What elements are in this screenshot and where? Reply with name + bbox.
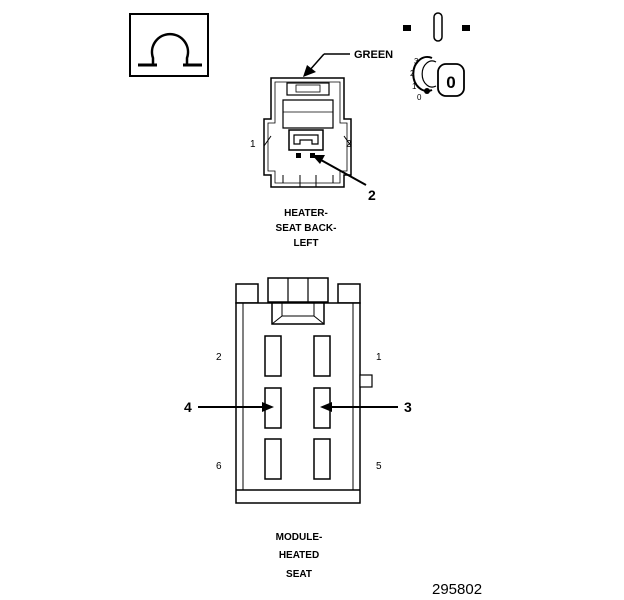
- caption-module-line3: SEAT: [286, 569, 312, 580]
- module-pin-1: 1: [376, 352, 382, 363]
- module-heated-seat-connector: 2 1 6 5 4 3 MODULE- HEATED SEAT: [184, 277, 412, 580]
- green-wire-callout: GREEN: [354, 49, 393, 61]
- caption-module-line2: HEATED: [279, 550, 319, 561]
- module-pin-5: 5: [376, 461, 382, 472]
- caption-heater-line2: SEAT BACK-: [276, 223, 337, 234]
- callout-4: 4: [184, 399, 192, 415]
- caption-heater-line3: LEFT: [294, 238, 319, 249]
- ignition-key-label: 0: [446, 73, 455, 92]
- ignition-position-1: 1: [412, 82, 417, 91]
- ignition-position-0: 0: [417, 93, 422, 102]
- top-connector-pin-1: 1: [250, 139, 256, 150]
- caption-module-line1: MODULE-: [276, 532, 323, 543]
- figure-number: 295802: [432, 581, 482, 598]
- module-pin-6: 6: [216, 461, 222, 472]
- module-pin-2: 2: [216, 352, 222, 363]
- ignition-position-2: 2: [410, 69, 415, 78]
- callout-3: 3: [404, 399, 412, 415]
- ohm-icon: [129, 13, 209, 77]
- ignition-position-3: 3: [414, 57, 419, 66]
- ignition-key-icon: 0 3 2 1 0: [403, 12, 470, 102]
- top-connector-pin-2: 2: [346, 139, 352, 150]
- heater-seat-back-connector: GREEN 1 2 2 HEATER- SEAT BACK- LEFT: [250, 49, 393, 249]
- callout-2: 2: [368, 187, 376, 203]
- caption-heater-line1: HEATER-: [284, 208, 328, 219]
